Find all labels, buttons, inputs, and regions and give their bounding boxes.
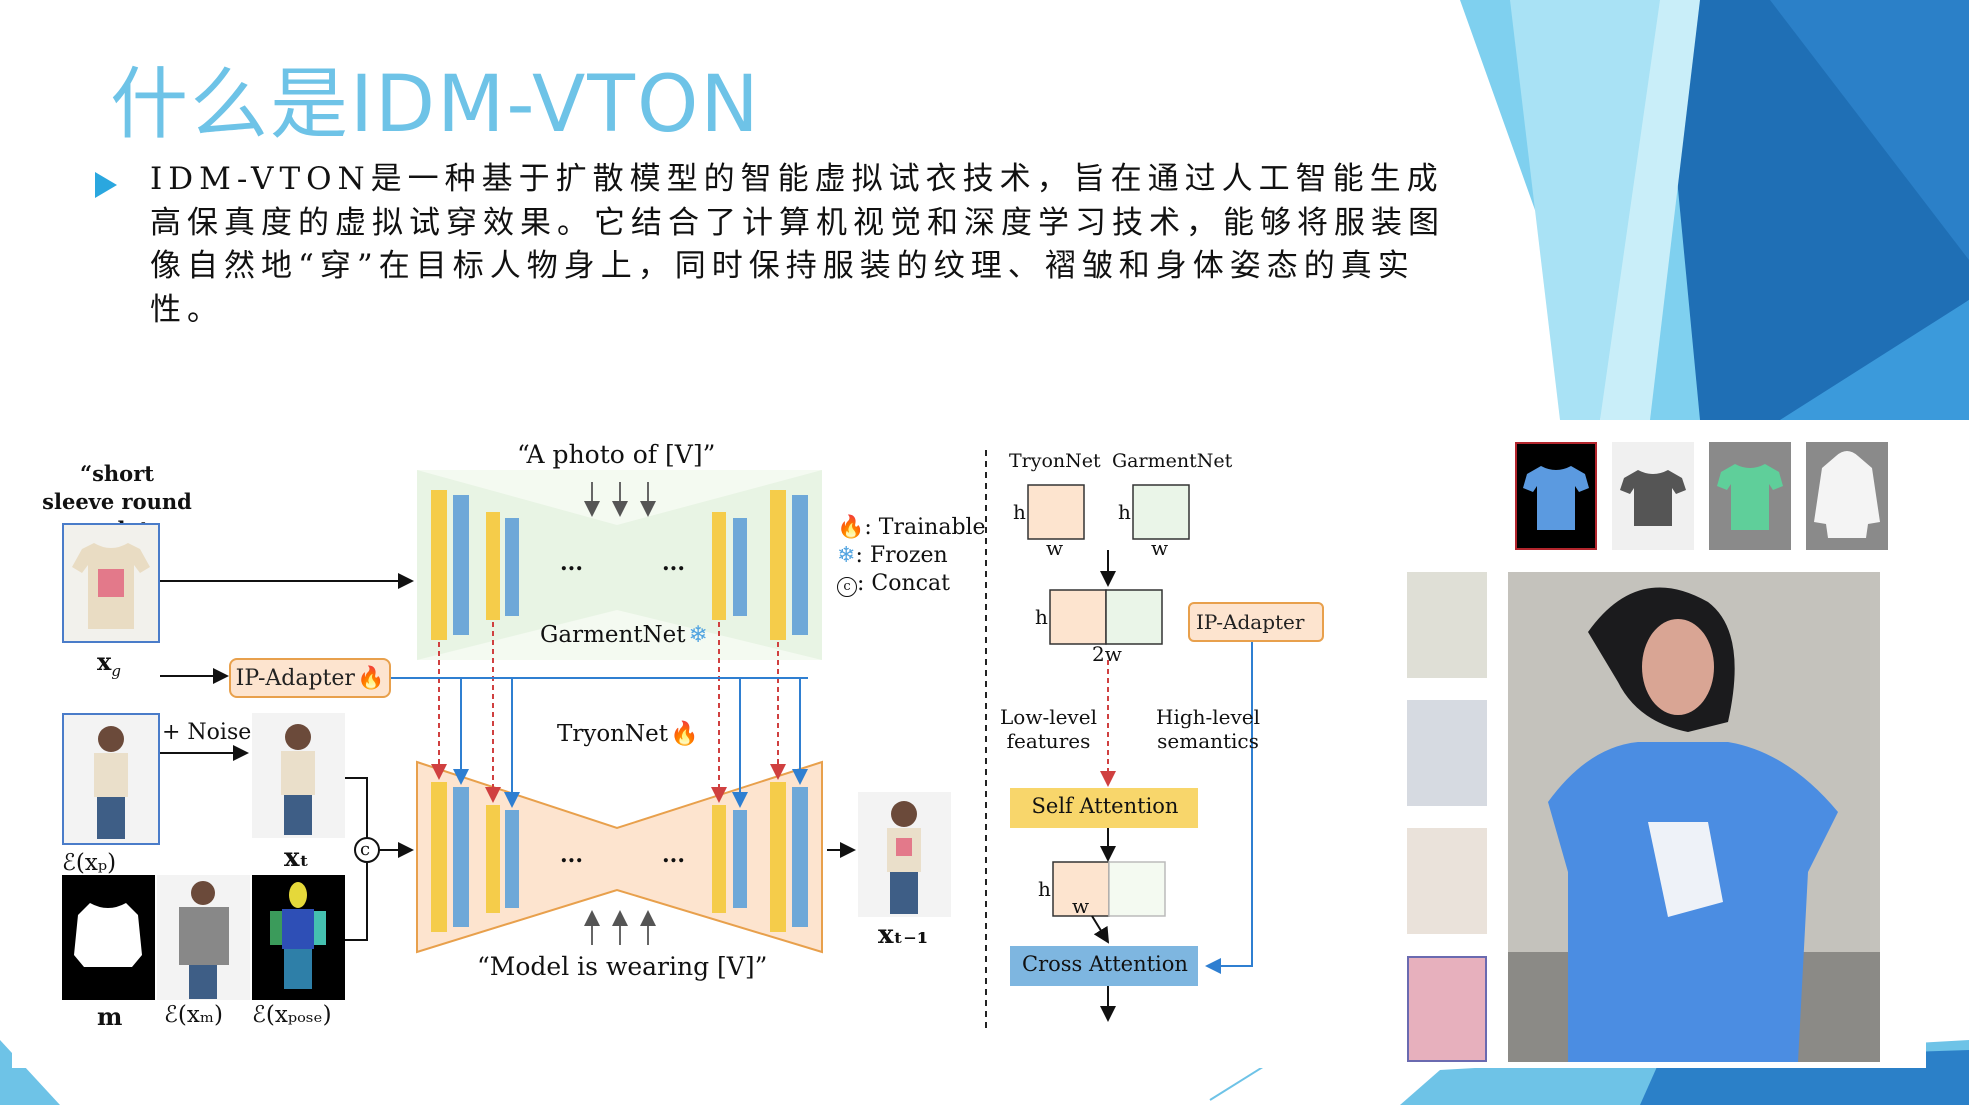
slide-title: 什么是IDM-VTON [110,60,761,150]
masked-person-image [157,875,250,1000]
person-image [62,713,160,845]
snowflake-icon: ❄ [688,622,708,648]
mini-tryonnet-label: TryonNet [1009,450,1101,472]
mini-ip-adapter-box: IP-Adapter [1188,602,1324,642]
garment-image [62,523,160,643]
noise-label: + Noise [162,720,252,745]
garmentnet-ellipsis-2: ... [662,550,685,576]
label-exm: ℰ(xₘ) [164,1002,223,1028]
mini-w-1: w [1046,536,1064,560]
legend-frozen: ❄: Frozen [837,543,948,568]
output-image [858,792,951,917]
label-expose: ℰ(xₚₒₛₑ) [252,1002,332,1028]
mini-h-4: h [1038,877,1051,901]
mini-w-4: w [1072,894,1090,918]
play-bullet-icon [95,172,117,198]
tryonnet-ellipsis-2: ... [662,842,685,868]
result-image [1508,572,1880,1062]
wearing-prompt: “Model is wearing [V]” [477,952,768,981]
mini-h-2: h [1118,500,1131,524]
photo-prompt: “A photo of [V]” [517,440,716,469]
cross-attention-label: Cross Attention [1022,952,1188,976]
legend-trainable: 🔥: Trainable [837,515,986,540]
legend-concat: c: Concat [837,571,950,597]
mini-2w: 2w [1092,642,1122,666]
model-thumb-3[interactable] [1407,828,1487,934]
garmentnet-label: GarmentNet❄ [540,622,708,648]
ip-adapter-box: IP-Adapter🔥 [229,658,391,698]
model-thumb-2[interactable] [1407,700,1487,806]
model-thumb-4[interactable] [1407,956,1487,1062]
tryonnet-label: TryonNet🔥 [557,721,699,747]
slide-paragraph: IDM-VTON是一种基于扩散模型的智能虚拟试衣技术，旨在通过人工智能生成高保真… [150,161,1445,328]
concat-symbol: c [360,839,371,860]
fire-icon: 🔥 [669,721,699,747]
self-attention-label: Self Attention [1031,794,1179,818]
mini-h-3: h [1035,605,1048,629]
mini-h-1: h [1013,500,1026,524]
label-xt1: xₜ₋₁ [878,920,929,950]
mini-w-2: w [1151,536,1169,560]
fire-icon: 🔥 [356,665,385,691]
model-thumb-1[interactable] [1407,572,1487,678]
garment-thumb-blue[interactable] [1515,442,1597,550]
noisy-person-image [252,713,345,838]
fire-icon: 🔥 [837,515,865,540]
garment-thumb-hoodie[interactable] [1806,442,1888,550]
label-exp: ℰ(xₚ) [62,850,117,876]
figure-diagram [160,450,1253,1030]
garmentnet-ellipsis-1: ... [560,550,583,576]
garment-thumb-gray[interactable] [1612,442,1694,550]
mini-garmentnet-label: GarmentNet [1112,450,1233,472]
garment-thumb-green[interactable] [1709,442,1791,550]
snowflake-icon: ❄ [837,543,856,568]
mask-image [62,875,155,1000]
tryonnet-ellipsis-1: ... [560,842,583,868]
pose-image [252,875,345,1000]
label-xt: xₜ [284,843,310,873]
architecture-figure: “short sleeve round neck t-shirts” xg IP… [12,420,1926,1068]
label-m: m [97,1002,123,1031]
label-xg: xg [97,647,121,680]
concat-icon: c [837,577,857,597]
